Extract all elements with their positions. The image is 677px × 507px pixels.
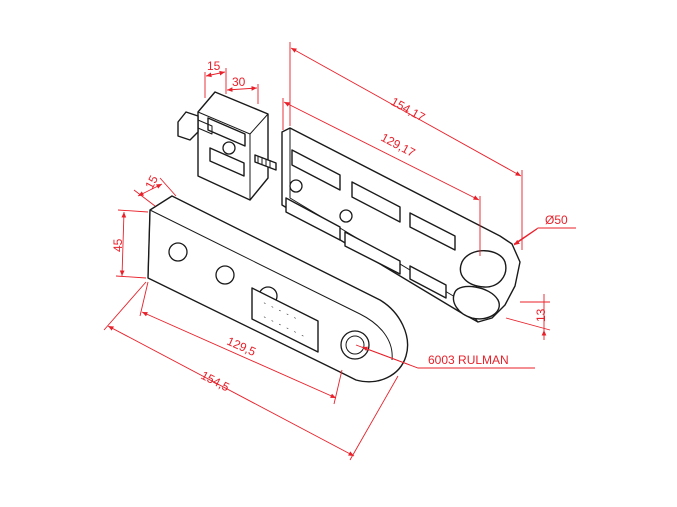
- svg-text:13: 13: [534, 308, 548, 322]
- svg-text:6003 RULMAN: 6003 RULMAN: [428, 353, 509, 367]
- clamp-slot: [207, 117, 246, 147]
- dim-bar-height: 45: [111, 209, 149, 279]
- slot: [344, 231, 401, 275]
- bolt: [177, 111, 277, 171]
- clamp-slot: [209, 147, 245, 177]
- slot: [285, 197, 341, 241]
- svg-text:Ø50: Ø50: [545, 213, 568, 227]
- svg-text:129,17: 129,17: [379, 130, 418, 160]
- dim-bar-15: 15: [133, 173, 177, 207]
- dim-clamp-30: 30: [226, 75, 259, 104]
- bar-hole: [215, 265, 235, 285]
- bar-hole: [168, 242, 188, 262]
- fork-slot: [452, 285, 500, 320]
- mount-hole: [289, 179, 303, 193]
- dim-end-diameter: Ø50: [513, 213, 576, 246]
- slot: [409, 265, 447, 299]
- svg-text:30: 30: [232, 75, 246, 89]
- dim-end-thickness: 13: [505, 294, 550, 340]
- svg-text:45: 45: [111, 238, 125, 252]
- slot: [409, 212, 456, 251]
- mount-hole: [339, 209, 353, 223]
- svg-text:154,5: 154,5: [199, 368, 232, 394]
- fork-slot: [459, 250, 507, 288]
- svg-text:129,5: 129,5: [225, 334, 258, 359]
- bearing-hole: [340, 330, 370, 360]
- svg-text:154,17: 154,17: [389, 94, 428, 124]
- dim-clamp-15: 15: [204, 59, 227, 98]
- svg-text:15: 15: [142, 173, 161, 192]
- callout-bearing: 6003 RULMAN: [355, 344, 535, 369]
- svg-text:15: 15: [207, 59, 221, 73]
- clamp-block: [197, 91, 269, 201]
- clamp-hole: [222, 141, 236, 155]
